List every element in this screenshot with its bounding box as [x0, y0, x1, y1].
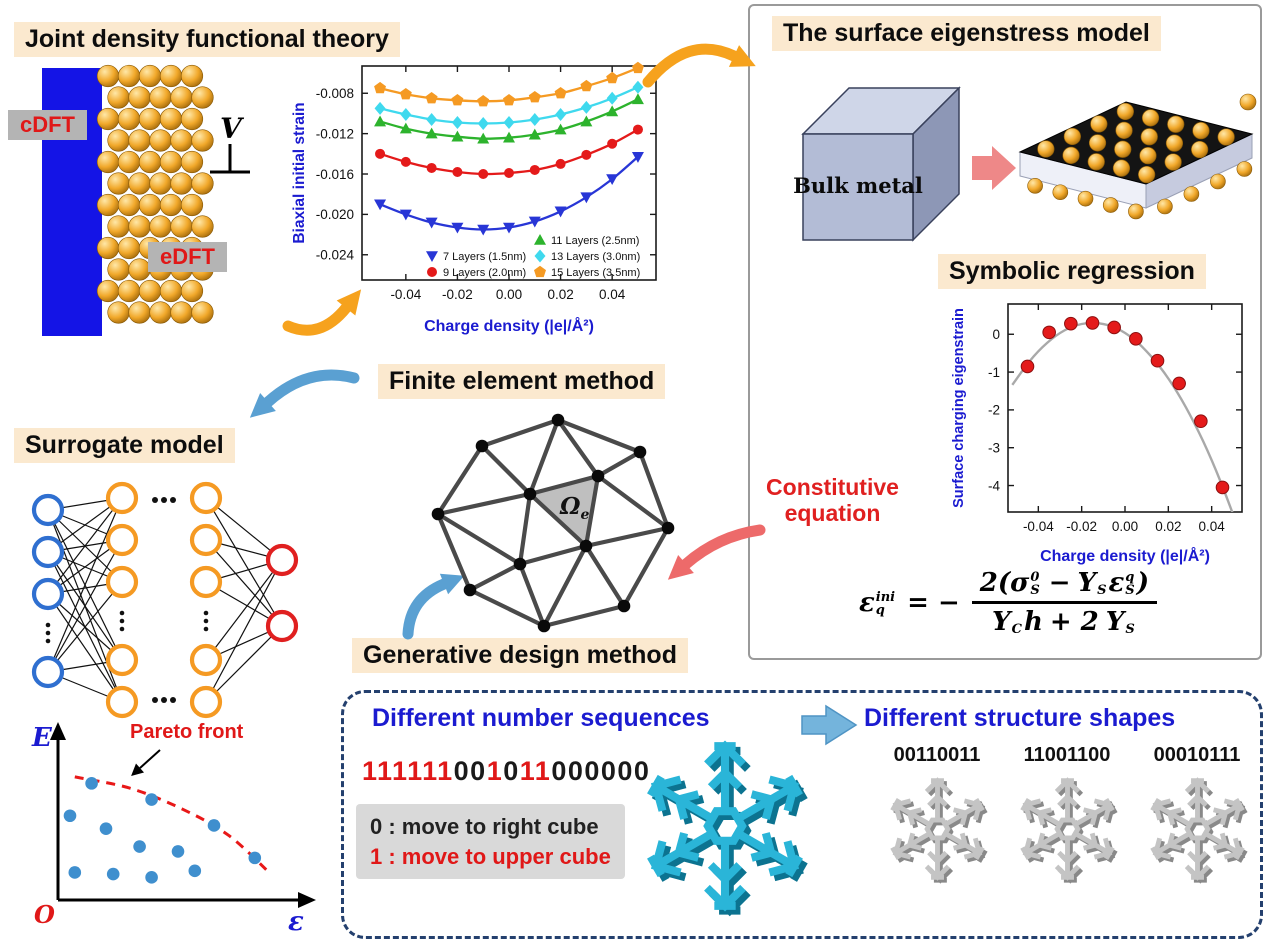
y-axis-label: Biaxial initial strain: [291, 102, 308, 243]
arrow-chart-to-eigenstress: [642, 43, 756, 88]
chevron-arrow-blue: [801, 704, 858, 746]
pareto-origin-label: O: [34, 900, 55, 929]
generated-structure-teal: [647, 740, 808, 917]
bulk-metal-label: Bulk metal: [793, 173, 923, 198]
neural-network: [31, 481, 299, 719]
svg-text:9 Layers (2.0nm): 9 Layers (2.0nm): [443, 267, 526, 279]
charged-surface-slab: [1018, 93, 1257, 220]
svg-text:15 Layers (3.5nm): 15 Layers (3.5nm): [551, 267, 640, 279]
pareto-y-label: E: [31, 723, 53, 753]
voltage-probe-icon: [210, 144, 250, 174]
fit-curve: [1011, 321, 1234, 512]
pareto-points: [63, 777, 262, 884]
sequences-title: Different number sequences: [372, 704, 710, 732]
series-13-layers-(3.0nm): [374, 80, 644, 131]
structure-shape-1: [890, 777, 988, 884]
shape-label-3: 00010111: [1153, 744, 1241, 766]
constitutive-line1: Constitutive: [766, 474, 899, 500]
cdft-slab: [42, 68, 102, 336]
jdft-artwork: V: [42, 64, 250, 336]
constitutive-line2: equation: [784, 500, 881, 527]
shape-label-2: 11001100: [1023, 744, 1111, 766]
svg-text:0.02: 0.02: [547, 287, 573, 302]
svg-text:0.02: 0.02: [1155, 519, 1181, 534]
cdft-label: cDFT: [8, 110, 87, 140]
svg-text:-0.024: -0.024: [316, 248, 355, 263]
rule-1: 1 : move to upper cube: [370, 843, 611, 869]
nn-layer-1: [31, 493, 65, 689]
eigenstress-title: The surface eigenstress model: [772, 16, 1161, 51]
surrogate-title: Surrogate model: [14, 428, 235, 463]
encoding-rules: 0 : move to right cube 1 : move to upper…: [356, 804, 625, 880]
generative-design-box: [341, 690, 1263, 939]
fem-mesh: Ωe: [431, 413, 675, 633]
svg-text:-0.04: -0.04: [1023, 519, 1054, 534]
arrow-generative-to-mesh: [402, 573, 465, 640]
svg-text:-0.02: -0.02: [442, 287, 473, 302]
structure-shape-2: [1020, 777, 1118, 884]
data-points: [1020, 316, 1230, 495]
pareto-annotation: Pareto front: [130, 721, 244, 743]
rule-0: 0 : move to right cube: [370, 814, 599, 839]
svg-text:13 Layers (3.0nm): 13 Layers (3.0nm): [551, 251, 640, 263]
svg-text:11 Layers (2.5nm): 11 Layers (2.5nm): [551, 235, 639, 247]
series-7-layers-(1.5nm): [374, 152, 644, 236]
x-axis-label: Charge density (|e|/Å²): [424, 316, 594, 335]
svg-text:-2: -2: [988, 403, 1000, 418]
binary-sequence: 111111001011000000: [362, 756, 651, 786]
svg-text:0.00: 0.00: [1112, 519, 1138, 534]
shaded-element: [530, 476, 598, 546]
chart-legend: 7 Layers (1.5nm) 9 Layers (2.0nm) 11 Layer…: [426, 234, 640, 279]
series-9-layers-(2.0nm): [375, 124, 643, 180]
eq-relation: = −: [907, 587, 960, 618]
svg-text:0.04: 0.04: [1199, 519, 1226, 534]
eq-lhs: ε: [858, 587, 875, 618]
pareto-x-label: ε: [288, 907, 304, 937]
biaxial-strain-chart: -0.04 -0.02 0.00 0.02 0.04 -0.008 -0.012 -0.016…: [291, 61, 657, 335]
generative-title: Generative design method: [352, 638, 688, 673]
arrow-fem-to-surrogate: [249, 369, 360, 418]
svg-text:-0.02: -0.02: [1066, 519, 1097, 534]
nn-layer-2: [105, 481, 139, 719]
pareto-front-curve: [74, 775, 271, 874]
nn-layer-4: [265, 543, 299, 643]
svg-text:-1: -1: [988, 365, 1000, 380]
series-15-layers-(3.5nm): [374, 61, 644, 107]
svg-text:-0.008: -0.008: [316, 86, 354, 101]
shape-label-1: 00110011: [893, 744, 981, 766]
gold-atoms-cluster: [96, 64, 214, 324]
svg-text:-0.04: -0.04: [390, 287, 421, 302]
svg-text:-0.020: -0.020: [316, 207, 354, 222]
constitutive-caption: Constitutive equation: [750, 474, 915, 527]
svg-text:0.00: 0.00: [496, 287, 522, 302]
svg-text:-4: -4: [988, 478, 1000, 493]
y-axis-label: Surface charging eigenstrain: [951, 308, 967, 508]
jdft-title: Joint density functional theory: [14, 22, 400, 57]
x-axis-label: Charge density (|e|/Å²): [1040, 546, 1210, 565]
voltage-label: V: [220, 112, 245, 145]
bulk-metal-cube: Bulk metal: [793, 86, 961, 242]
svg-text:7 Layers (1.5nm): 7 Layers (1.5nm): [443, 251, 526, 263]
structure-shape-3: [1150, 777, 1248, 884]
eigenstress-panel-border: [748, 4, 1262, 660]
series-11-layers-(2.5nm): [374, 93, 644, 144]
svg-text:0.04: 0.04: [599, 287, 626, 302]
svg-text:-3: -3: [988, 441, 1000, 456]
nn-layer-3: [189, 481, 223, 719]
shapes-title: Different structure shapes: [864, 704, 1176, 732]
svg-text:-0.012: -0.012: [316, 126, 354, 141]
edft-label: eDFT: [148, 242, 227, 272]
fem-title: Finite element method: [378, 364, 666, 399]
arrow-jdft-to-chart: [282, 289, 362, 336]
svg-text:0: 0: [992, 327, 1000, 342]
arrow-constitutive-to-mesh: [667, 524, 766, 580]
svg-text:-0.016: -0.016: [316, 167, 354, 182]
pareto-plot: Eε O Pareto front: [31, 721, 316, 937]
chevron-arrow-pink: [972, 146, 1016, 190]
symbolic-regression-title: Symbolic regression: [938, 254, 1206, 289]
